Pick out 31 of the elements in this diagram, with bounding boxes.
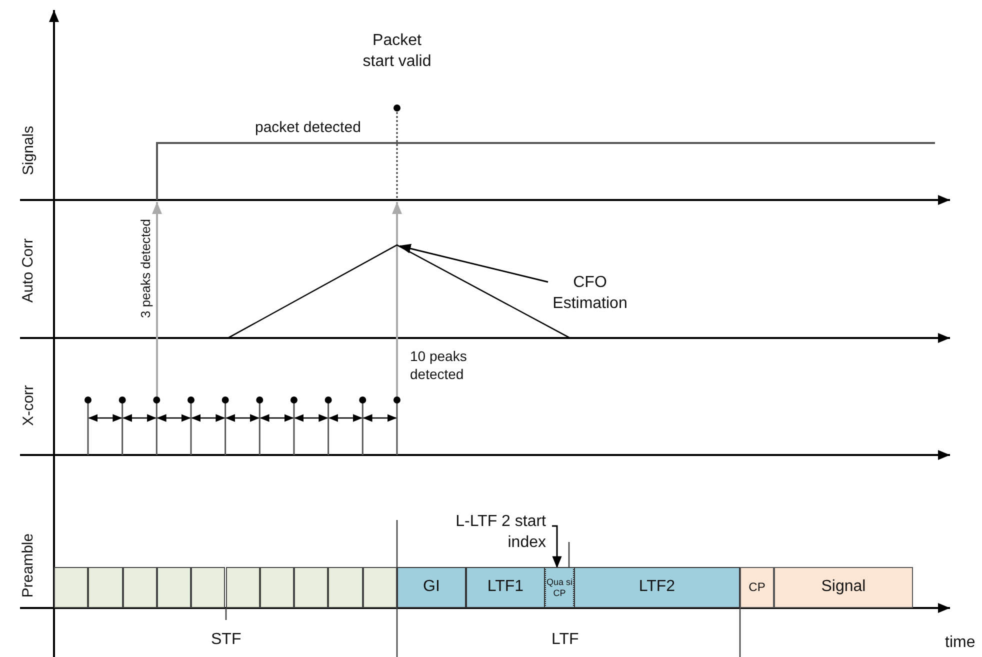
empty-segment [191, 567, 226, 608]
signal-segment: CP [740, 567, 774, 608]
annotation-text: Packet start valid [362, 31, 432, 72]
empty-segment [226, 567, 260, 608]
axis-label: Preamble [20, 532, 37, 598]
ltf-segment: GI [397, 567, 466, 608]
ltf-segment: LTF1 [466, 567, 545, 608]
annotation-text: 3 peaks detected [138, 218, 153, 318]
ltf-segment: Qua si CP [545, 567, 574, 608]
leader-arrow [398, 244, 548, 283]
leader-arrow [552, 525, 562, 568]
annotation-text: 10 peaks detected [410, 347, 468, 384]
empty-segment [156, 567, 192, 608]
empty-segment [260, 567, 294, 608]
segment-label: STF [211, 631, 242, 649]
empty-segment [122, 567, 157, 608]
axis-label: time [945, 634, 976, 652]
segment-label: LTF [552, 631, 579, 649]
empty-segment [294, 567, 328, 608]
axis-label: Auto Corr [20, 238, 37, 302]
ltf-segment: LTF2 [574, 567, 740, 608]
empty-segment [54, 567, 88, 608]
axis-label: X-corr [19, 384, 36, 426]
empty-segment [328, 567, 363, 608]
signal-segment: Signal [774, 567, 913, 608]
empty-segment [362, 567, 397, 608]
annotation-text: L-LTF 2 start index [424, 512, 552, 558]
empty-segment [88, 567, 123, 608]
annotation-text: CFO Estimation [548, 272, 632, 316]
signal-label: packet detected [255, 118, 361, 136]
axis-label: Signals [20, 125, 37, 175]
